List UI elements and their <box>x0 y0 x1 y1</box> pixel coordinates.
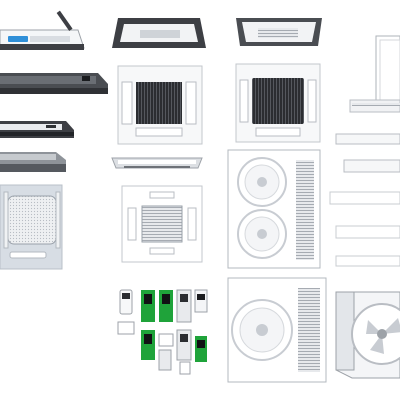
fan-icon <box>335 291 400 379</box>
slim-unit-icon <box>0 73 108 94</box>
cassette-icon <box>121 185 203 263</box>
outdoor-unit-icon <box>227 277 327 383</box>
cassette-icon <box>112 18 206 48</box>
wall-unit-icon <box>329 35 400 267</box>
cassette-icon <box>0 184 63 270</box>
cassette-icon <box>235 63 321 143</box>
remote-icon <box>117 289 208 375</box>
cassette-icon <box>236 18 322 46</box>
cassette-icon <box>111 157 203 169</box>
cassette-icon <box>117 65 203 145</box>
slim-unit-icon <box>0 121 74 138</box>
outdoor-unit-icon <box>227 149 321 269</box>
duct-unit-icon <box>0 10 85 50</box>
duct-unit-icon <box>0 152 66 172</box>
